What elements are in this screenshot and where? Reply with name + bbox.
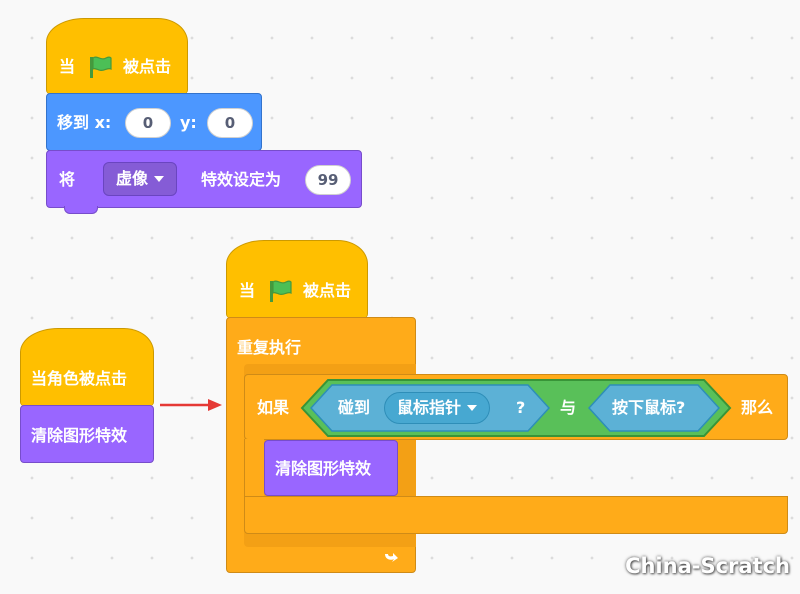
if-label: 如果 xyxy=(257,398,290,417)
block-bottom-notch xyxy=(64,206,98,214)
hat-clicked-label: 被点击 xyxy=(123,57,172,76)
touching-target-dropdown[interactable]: 鼠标指针 xyxy=(384,392,491,424)
hat-when-label: 当 xyxy=(59,57,76,76)
forever-label: 重复执行 xyxy=(237,338,302,357)
and-label: 与 xyxy=(560,398,577,417)
when-flag-clicked-hat-block-2[interactable]: 当 被点击 xyxy=(226,240,368,318)
clear-effects-block-old[interactable]: 清除图形特效 xyxy=(20,405,154,463)
dropdown-arrow-icon xyxy=(154,176,165,182)
go-to-xy-label: 移到 x: xyxy=(57,113,112,132)
effect-dropdown-value: 虚像 xyxy=(116,169,149,188)
if-inner-slot xyxy=(244,439,264,497)
set-effect-prefix-label: 将 xyxy=(59,170,76,189)
sprite-clicked-label: 当角色被点击 xyxy=(31,369,128,388)
y-input[interactable]: 0 xyxy=(207,108,253,138)
hat-clicked-label-2: 被点击 xyxy=(303,281,352,300)
go-to-xy-block[interactable]: 移到 x: 0 y: 0 xyxy=(46,93,262,151)
set-effect-to-label: 特效设定为 xyxy=(201,170,282,189)
clear-effects-label-old: 清除图形特效 xyxy=(31,426,128,445)
effect-dropdown[interactable]: 虚像 xyxy=(103,162,178,196)
mouse-down-sensing-shape[interactable] xyxy=(588,384,720,432)
effect-value-input[interactable]: 99 xyxy=(305,165,351,195)
touching-target-value: 鼠标指针 xyxy=(397,398,462,417)
clear-effects-block[interactable]: 清除图形特效 xyxy=(264,440,398,496)
x-input[interactable]: 0 xyxy=(125,108,171,138)
if-bottom-arm xyxy=(244,496,788,534)
touching-label: 碰到 xyxy=(338,398,371,417)
y-label: y: xyxy=(180,113,197,132)
red-arrow-icon xyxy=(160,399,222,411)
mouse-down-label: 按下鼠标? xyxy=(612,398,686,417)
clear-effects-label: 清除图形特效 xyxy=(275,459,372,478)
then-label: 那么 xyxy=(741,398,774,417)
hat-when-label-2: 当 xyxy=(239,281,256,300)
question-mark-label: ? xyxy=(516,398,526,417)
when-flag-clicked-hat-block[interactable]: 当 被点击 xyxy=(46,18,188,94)
green-flag-icon-2 xyxy=(270,280,292,302)
dropdown-arrow-icon-2 xyxy=(467,405,478,411)
set-effect-block[interactable]: 将 虚像 特效设定为 99 xyxy=(46,150,362,208)
green-flag-icon xyxy=(90,56,112,78)
when-sprite-clicked-hat-block[interactable]: 当角色被点击 xyxy=(20,328,154,406)
loop-arrow-icon xyxy=(385,553,398,562)
watermark-logo: China-Scratch xyxy=(625,554,790,578)
